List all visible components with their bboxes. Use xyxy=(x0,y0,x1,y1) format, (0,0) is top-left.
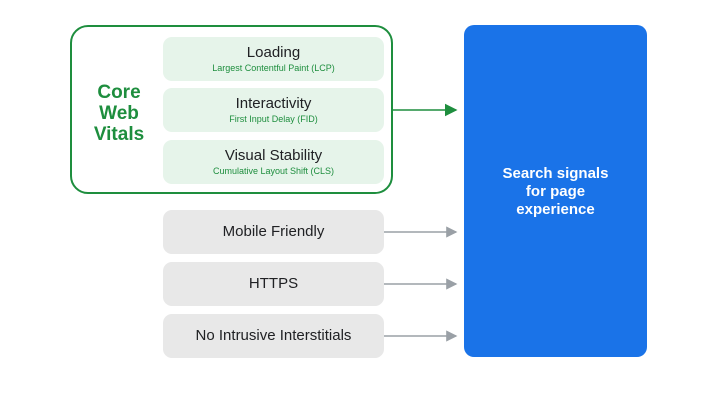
loading-label: Loading xyxy=(246,44,301,61)
interactivity-box: Interactivity First Input Delay (FID) xyxy=(163,88,384,132)
lcp-label: Largest Contentful Paint (LCP) xyxy=(212,63,335,73)
visual-stability-box: Visual Stability Cumulative Layout Shift… xyxy=(163,140,384,184)
loading-box: Loading Largest Contentful Paint (LCP) xyxy=(163,37,384,81)
https-box: HTTPS xyxy=(163,262,384,306)
search-signals-label: Search signals for page experience xyxy=(502,165,609,218)
cls-label: Cumulative Layout Shift (CLS) xyxy=(212,166,335,176)
core-web-vitals-title: Core Web Vitals xyxy=(93,82,145,145)
interactivity-label: Interactivity xyxy=(235,95,312,112)
mobile-friendly-box: Mobile Friendly xyxy=(163,210,384,254)
core-web-vitals-group xyxy=(70,25,393,194)
visual-stability-label: Visual Stability xyxy=(224,147,323,164)
search-signals-panel: Search signals for page experience xyxy=(464,25,647,357)
fid-label: First Input Delay (FID) xyxy=(229,114,318,124)
no-intrusive-interstitials-box: No Intrusive Interstitials xyxy=(163,314,384,358)
